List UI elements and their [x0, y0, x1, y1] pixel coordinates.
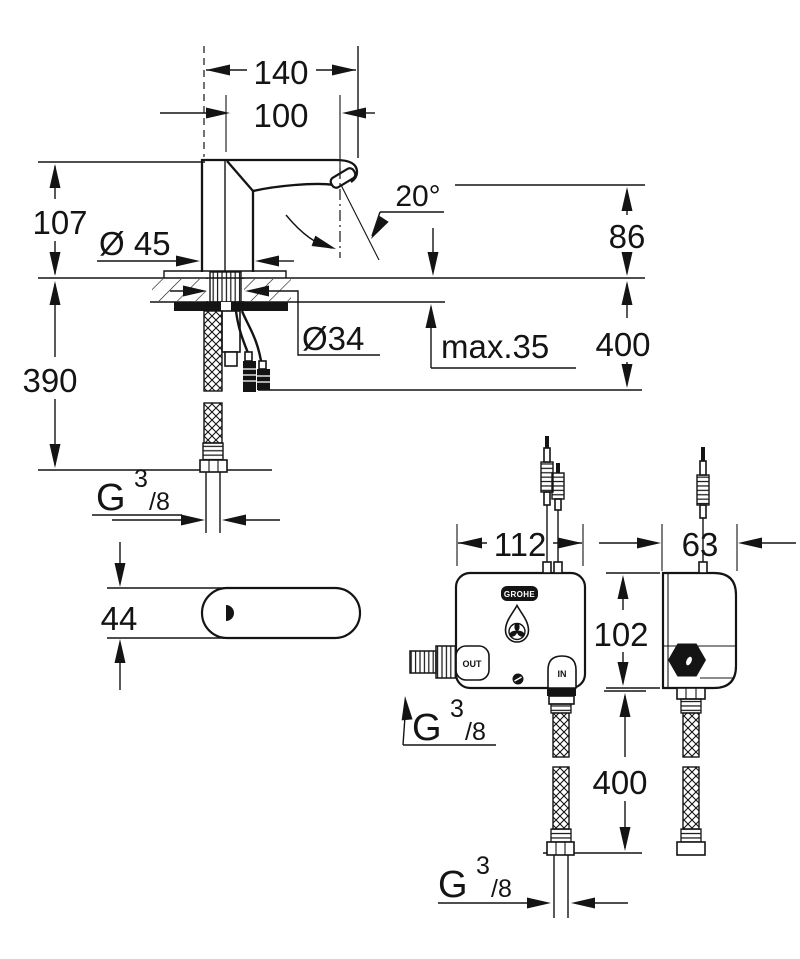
hose-nut	[546, 841, 575, 856]
dim-box-height-102: 102	[593, 572, 660, 689]
control-box-side-view	[661, 447, 738, 690]
grohe-logo-text: GROHE	[504, 590, 536, 599]
dim-label-44: 44	[101, 600, 138, 637]
thread-numerator: 3	[450, 695, 464, 723]
faucet-front-view	[163, 158, 380, 278]
dim-label-max35: max.35	[441, 328, 549, 365]
thread-g: G	[438, 864, 468, 906]
dim-box-hose-400: 400	[592, 693, 648, 851]
dim-reach-100: 100	[160, 95, 375, 168]
dim-box-depth-63: 63	[599, 524, 796, 571]
dim-label-86: 86	[609, 218, 646, 255]
dim-label-angle: 20°	[395, 180, 440, 213]
sensor-window-dot	[226, 605, 234, 621]
dim-spout-width-44: 44	[101, 542, 230, 690]
faucet-supply-hose	[199, 310, 228, 533]
hose-nut	[676, 841, 706, 856]
control-box-front-view: GROHE OUT IN	[409, 561, 587, 690]
thread-label-box-outlet: G 3 /8	[401, 695, 496, 749]
dim-label-140: 140	[253, 54, 308, 91]
thread-denominator: /8	[491, 875, 512, 903]
dim-angle-20: 20°	[371, 180, 444, 239]
sensor-cables	[234, 310, 270, 392]
dim-hole-diameter-34: Ø34	[170, 285, 380, 357]
spray-stream-line	[340, 184, 380, 261]
thread-label-hose-end: G 3 /8	[438, 852, 628, 909]
swivel-arrowhead	[311, 235, 336, 249]
grohe-logo	[501, 586, 538, 601]
thread-g: G	[96, 477, 126, 519]
dim-body-diameter-45: Ø 45	[97, 225, 294, 267]
control-box-cables	[540, 436, 565, 562]
out-label: OUT	[463, 659, 483, 669]
dim-label-107: 107	[32, 204, 87, 241]
spout-top-outline	[200, 586, 362, 640]
dim-outlet-height-86: 86	[609, 187, 646, 276]
base-plate	[163, 270, 287, 278]
threaded-shank	[209, 271, 242, 303]
dim-height-107: 107	[32, 161, 205, 276]
thread-g: G	[412, 707, 442, 749]
dim-label-400-cable: 400	[595, 326, 650, 363]
cable-plug	[243, 361, 256, 392]
cable-plug	[257, 369, 270, 390]
thread-numerator: 3	[134, 465, 148, 493]
dim-label-400-hose: 400	[592, 764, 647, 801]
inlet-hoses	[546, 687, 706, 918]
dim-box-width-112: 112	[456, 524, 584, 566]
faucet-body-outline	[200, 158, 359, 272]
dim-label-100: 100	[253, 97, 308, 134]
spout-top-view	[200, 586, 362, 640]
thread-numerator: 3	[476, 852, 490, 880]
in-port-tab	[547, 655, 577, 689]
dim-hose-drop-390: 390	[22, 281, 78, 468]
dim-label-112: 112	[494, 526, 547, 563]
outlet-fitting	[435, 645, 457, 679]
dim-label-390: 390	[22, 362, 77, 399]
thread-denominator: /8	[465, 718, 486, 746]
thread-denominator: /8	[149, 488, 170, 516]
in-label: IN	[558, 669, 567, 679]
dim-deck-max35: max.35	[425, 228, 576, 369]
deck-cross-section	[152, 271, 291, 367]
dim-label-dia34: Ø34	[302, 320, 364, 357]
hose-nut	[199, 459, 228, 473]
dim-cable-drop-400: 400	[595, 281, 651, 388]
dim-label-dia45: Ø 45	[99, 225, 171, 262]
dim-label-102: 102	[593, 616, 648, 653]
thread-label-left: G 3 /8	[92, 465, 280, 526]
dim-label-63: 63	[682, 526, 719, 563]
dim-reach-overall-140: 140	[203, 46, 359, 158]
